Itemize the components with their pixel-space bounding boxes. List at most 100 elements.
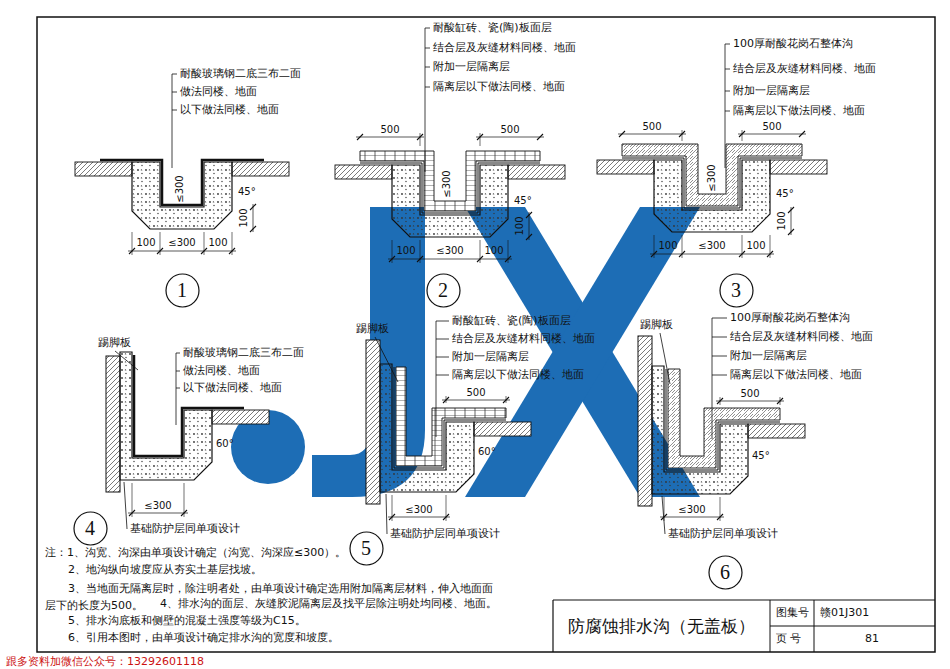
dimension-line xyxy=(442,400,510,401)
note: 5、排水沟底板和侧壁的混凝土强度等级为C15。 xyxy=(68,614,306,627)
leader-line xyxy=(124,482,127,529)
extension-line xyxy=(682,235,683,258)
extension-line xyxy=(654,235,655,258)
leader-line xyxy=(425,87,430,88)
dimension-line xyxy=(738,134,806,135)
callout-text: 基础防护层同单项设计 xyxy=(390,527,500,540)
leader-line xyxy=(386,494,387,534)
leader-line xyxy=(425,67,430,68)
dimension-text: 100 xyxy=(238,208,250,227)
extension-line xyxy=(204,232,205,255)
callout-text: 耐酸玻璃钢二底三布二面 xyxy=(183,346,304,359)
circle-shape xyxy=(709,556,742,589)
dimension-text: ≤300 xyxy=(174,175,186,202)
dimension-text: 100 xyxy=(658,240,677,252)
callout-text: 隔离层以下做法同楼、地面 xyxy=(730,368,862,381)
callout-number: 6 xyxy=(708,555,743,590)
dimension-tick xyxy=(788,229,794,235)
detail-callout-circle: 2 xyxy=(426,273,461,308)
callout-text: 基础防护层同单项设计 xyxy=(668,527,778,540)
dimension-tick xyxy=(503,397,509,403)
dimension-text: 500 xyxy=(380,124,399,136)
dimension-text: 500 xyxy=(466,387,485,399)
callout-text: 耐酸缸砖、瓷(陶)板面层 xyxy=(433,21,552,34)
dimension-line xyxy=(253,204,254,232)
leader-line xyxy=(436,339,449,340)
detail-callout-circle: 5 xyxy=(349,531,384,566)
dimension-line xyxy=(618,134,686,135)
callout-text: 以下做法同楼、地面 xyxy=(183,381,282,394)
leader-line xyxy=(712,318,713,439)
extension-line xyxy=(770,235,771,258)
leader-line xyxy=(436,321,437,437)
leader-line xyxy=(436,357,449,358)
dimension-text: ≤300 xyxy=(436,245,463,257)
callout-text: 附加一层隔离层 xyxy=(733,84,810,97)
leader-line xyxy=(172,110,177,111)
extension-line xyxy=(184,483,185,517)
dimension-text: ≤300 xyxy=(405,504,432,516)
building-wall xyxy=(366,340,380,504)
callout-text: 结合层及灰缝材料同楼、地面 xyxy=(433,41,576,54)
angle-text: 60° xyxy=(216,438,234,450)
building-wall xyxy=(638,336,652,506)
extension-line xyxy=(446,396,447,403)
circle-shape xyxy=(166,274,199,307)
watermark: 跟多资料加微信公众号：13292601118 xyxy=(6,655,204,668)
dimension-text: 100 xyxy=(136,237,155,249)
dimension-text: ≤300 xyxy=(698,240,725,252)
floor-slab xyxy=(597,160,654,174)
dimension-text: 500 xyxy=(740,388,759,400)
concrete-base xyxy=(132,162,232,229)
dimension-text: ≤300 xyxy=(168,237,195,249)
circle-shape xyxy=(74,512,107,545)
floor-slab xyxy=(474,422,531,436)
leader-line xyxy=(712,375,727,376)
leader-line xyxy=(712,356,727,357)
callout-text: 隔离层以下做法同楼、地面 xyxy=(433,80,565,93)
extension-line xyxy=(480,133,481,146)
extension-line xyxy=(132,483,133,517)
dimension-tick xyxy=(777,398,783,404)
leader-line xyxy=(176,353,180,354)
callout-text: 附加一层隔离层 xyxy=(433,60,510,73)
dimension-tick xyxy=(537,134,543,140)
dimension-tick xyxy=(250,226,256,232)
dimension-tick xyxy=(250,204,256,210)
detail-callout-circle: 3 xyxy=(719,273,754,308)
leader-line xyxy=(176,371,180,372)
building-wall xyxy=(106,356,120,492)
angle-text: 45° xyxy=(776,188,794,200)
drawing-title: 防腐蚀排水沟（无盖板） xyxy=(553,600,770,652)
callout-text: 附加一层隔离层 xyxy=(730,349,807,362)
dimension-tick xyxy=(788,207,794,213)
frp-lining xyxy=(100,160,264,205)
angle-text: 45° xyxy=(752,450,770,462)
extension-line xyxy=(132,232,133,255)
callout-text: 耐酸玻璃钢二底三布二面 xyxy=(180,67,301,80)
dimension-line xyxy=(791,207,792,235)
dimension-line xyxy=(650,254,774,255)
callout-text: 结合层及灰缝材料同楼、地面 xyxy=(452,332,595,345)
dimension-line xyxy=(388,259,512,260)
dimension-tick xyxy=(799,131,805,137)
detail-callout-circle: 1 xyxy=(165,273,200,308)
title-block-cell: 81 xyxy=(865,632,879,645)
dimension-text: 100 xyxy=(514,216,526,235)
extension-line xyxy=(508,240,509,263)
title-block-line xyxy=(553,599,935,600)
lining-layer xyxy=(396,367,506,466)
floor-slab xyxy=(75,162,132,176)
dimension-text: 100 xyxy=(396,245,415,257)
leader-line xyxy=(725,69,730,70)
extension-line xyxy=(780,397,781,405)
skirting-label: 踢脚板 xyxy=(98,336,131,349)
extension-line xyxy=(742,235,743,258)
isolation-layer xyxy=(394,367,506,468)
floor-slab xyxy=(232,162,289,176)
extension-line xyxy=(420,240,421,263)
extension-line xyxy=(682,130,683,141)
leader-line xyxy=(662,496,665,534)
angle-text: 60° xyxy=(478,446,496,458)
